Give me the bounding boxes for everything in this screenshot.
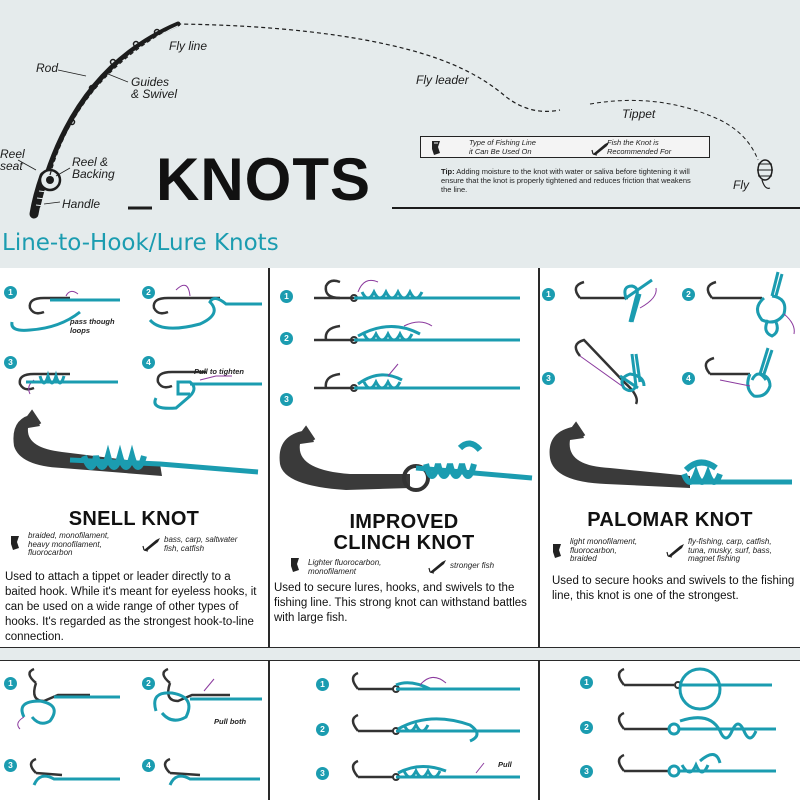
step-number: 2 [580,721,593,734]
knot-fish-types: stronger fish [450,561,495,570]
palomar-step-1-illustration [574,278,657,323]
label-rod: Rod [36,61,59,75]
knot-line-types: light monofilament, fluorocarbon, braide… [570,537,638,563]
step-number: 3 [4,356,17,369]
page-title: KNOTS [156,146,371,213]
line-spool-icon [291,558,299,572]
label-fly-leader: Fly leader [416,73,469,87]
step-number: 1 [542,288,555,301]
step-number: 2 [142,677,155,690]
fish-icon [428,560,446,574]
panel-gap [0,648,800,660]
knot-description: Used to secure hooks and swivels to the … [552,575,795,602]
snell-knot-panel: 1 2 3 4 pass though loops Pull to tighte… [0,268,268,647]
knot-line-types: braided, monofilament, heavy monofilamen… [28,531,110,557]
line-spool-icon [553,544,561,558]
annotation-pull-tighten: Pull to tighten [194,367,244,376]
step-number: 3 [316,767,329,780]
annotation-pull: Pull [498,760,512,769]
snell-big-hook-illustration [13,409,259,476]
annotation-pass-loops: pass though loops [70,317,115,335]
step-number: 1 [4,677,17,690]
fish-icon [142,538,160,552]
knot-panels: 1 2 3 4 pass though loops Pull to tighte… [0,268,800,800]
step-number: 1 [580,676,593,689]
knot-title: SNELL KNOT [68,508,200,530]
label-guides-swivel: Guides & Swivel [131,75,178,101]
bottom-left-knot-panel: 1 2 3 4 Pull both [0,661,268,800]
snell-step-3-illustration [18,370,118,395]
snell-step-1-illustration [10,290,120,332]
snell-step-4-illustration [153,370,262,410]
legend-fish: Fish the Knot is Recommended For [607,138,672,156]
improved-clinch-knot-diagram [279,279,533,492]
step-number: 1 [4,286,17,299]
palomar-knot-panel: 1 2 3 4 PALOMAR KNOT light monofilament,… [540,268,800,647]
clinch-step-3-illustration [314,363,520,392]
knot-title: PALOMAR KNOT [587,509,753,531]
label-tippet: Tippet [622,107,656,121]
panel-divider [268,268,270,648]
knot-description: Used to attach a tippet or leader direct… [5,571,257,643]
palomar-step-4-illustration [704,347,774,398]
tip-label: Tip: [441,167,455,176]
line-spool-icon [11,536,19,550]
fish-icon [591,142,609,156]
tip-text: Tip: Adding moisture to the knot with wa… [441,167,699,194]
clinch-big-hook-illustration [279,425,533,492]
fish-icon [666,544,684,558]
palomar-big-hook-illustration [549,421,792,488]
step-number: 2 [142,286,155,299]
step-number: 4 [142,356,155,369]
bottom-right-knot-diagram [617,667,776,778]
annotation-pull-both: Pull both [214,717,247,726]
legend-line-type: Type of Fishing Line it Can Be Used On [469,138,536,156]
palomar-knot-diagram [549,271,795,488]
step-number: 3 [4,759,17,772]
label-fly: Fly [733,178,749,192]
step-number: 2 [280,332,293,345]
step-number: 3 [580,765,593,778]
step-number: 2 [316,723,329,736]
knot-title: IMPROVED CLINCH KNOT [333,511,475,554]
legend: Type of Fishing Line it Can Be Used On F… [420,136,710,158]
palomar-step-2-illustration [706,271,795,338]
panel-divider [268,660,270,800]
knot-fish-types: fly-fishing, carp, catfish, tuna, musky,… [688,537,772,563]
panel-divider [0,660,800,661]
step-number: 1 [280,290,293,303]
label-fly-line: Fly line [169,39,208,53]
bottom-right-knot-panel: 1 2 3 [540,661,800,800]
step-number: 3 [280,393,293,406]
panel-divider [0,647,800,648]
step-number: 4 [682,372,695,385]
step-number: 2 [682,288,695,301]
fly-icon [757,159,773,189]
line-spool-icon [432,141,440,155]
palomar-step-3-illustration [574,338,646,405]
panel-divider [538,268,540,648]
label-handle: Handle [62,197,101,211]
panel-divider [538,660,540,800]
knot-line-types: Lighter fluorocarbon, monofilament [308,558,382,576]
clinch-step-2-illustration [314,321,520,344]
step-number: 3 [542,372,555,385]
label-reel-seat: Reel seat [0,147,25,173]
label-reel-backing: Reel & Backing [72,155,115,181]
snell-step-2-illustration [148,284,262,330]
bottom-left-knot-diagram [17,667,262,786]
improved-clinch-knot-panel: 1 2 3 IMPROVED CLINCH KNOT Lighter fluor… [270,268,538,647]
bottom-middle-knot-panel: 1 2 3 Pull [270,661,538,800]
step-number: 4 [142,759,155,772]
knot-fish-types: bass, carp, saltwater fish, catfish [164,535,238,553]
clinch-step-1-illustration [314,279,520,302]
bottom-middle-knot-diagram [351,671,520,781]
section-title: Line-to-Hook/Lure Knots [2,230,279,256]
header: Rod Guides & Swivel Fly line Fly leader … [0,0,800,268]
knot-description: Used to secure lures, hooks, and swivels… [274,582,527,624]
snell-knot-diagram [10,284,262,476]
step-number: 1 [316,678,329,691]
tip-body: Adding moisture to the knot with water o… [441,167,691,194]
fly-rod-illustration [17,21,800,219]
